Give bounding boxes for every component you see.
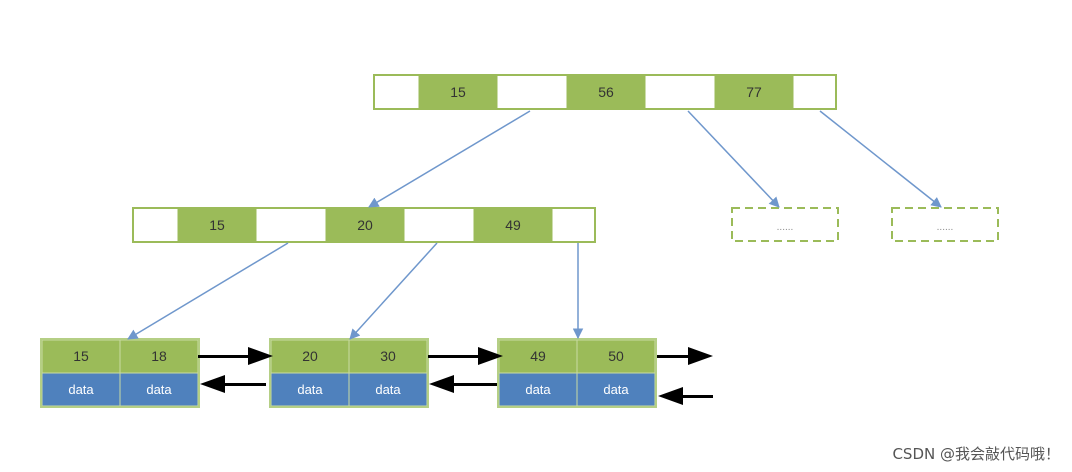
left-arrow-icon [658,387,713,405]
leaf-data-cell [498,372,578,407]
leaf-key-label: 30 [380,348,396,364]
right-arrow-icon [198,347,273,365]
internal-key-cell [326,209,404,241]
root-key-cell [715,76,793,108]
internal-key-cell [474,209,552,241]
left-arrow-icon [200,375,266,393]
placeholder-ellipsis: ...... [777,222,794,233]
leaf-key-cell [348,339,428,374]
leaf-key-label: 15 [73,348,89,364]
leaf-data-cell [576,372,656,407]
connector-arrow [368,110,531,208]
connector-arrow [687,110,780,208]
internal-key-cell [178,209,256,241]
leaf-data-cell [119,372,199,407]
right-arrow-icon [428,347,503,365]
leaf-key-cell [119,339,199,374]
leaf-data-label: data [297,382,323,397]
internal-node: 15 20 49 [132,207,596,243]
internal-key-label: 20 [357,217,373,233]
sibling-pointers [198,347,713,405]
leaf-data-cell [41,372,121,407]
left-arrow-icon [429,375,497,393]
leaf-data-label: data [146,382,172,397]
root-key-cell [567,76,645,108]
leaf-data-cell [270,372,350,407]
root-key-cell [419,76,497,108]
internal-key-label: 15 [209,217,225,233]
leaf-data-label: data [603,382,629,397]
leaf-key-label: 49 [530,348,546,364]
leaf-node: 49 50 data data [497,338,657,408]
leaf-data-label: data [375,382,401,397]
internal-key-label: 49 [505,217,521,233]
leaf-data-label: data [68,382,94,397]
leaf-key-label: 18 [151,348,167,364]
placeholder-node: ...... [891,207,999,242]
watermark: CSDN @我会敲代码哦！ [892,445,1060,463]
leaf-key-label: 50 [608,348,624,364]
leaf-key-cell [498,339,578,374]
root-key-label: 15 [450,84,466,100]
connector-arrow [819,110,942,208]
leaf-data-label: data [525,382,551,397]
leaf-node: 15 18 data data [40,338,200,408]
leaf-key-cell [576,339,656,374]
connector-arrow [349,242,438,340]
tree-connectors [127,110,942,340]
root-node: 15 56 77 [373,74,837,110]
leaf-node: 20 30 data data [269,338,429,408]
root-key-label: 56 [598,84,614,100]
connector-arrow [127,242,289,340]
root-key-label: 77 [746,84,762,100]
leaf-key-label: 20 [302,348,318,364]
placeholder-node: ...... [731,207,839,242]
placeholder-ellipsis: ...... [937,222,954,233]
right-arrow-icon [657,347,713,365]
leaf-data-cell [348,372,428,407]
